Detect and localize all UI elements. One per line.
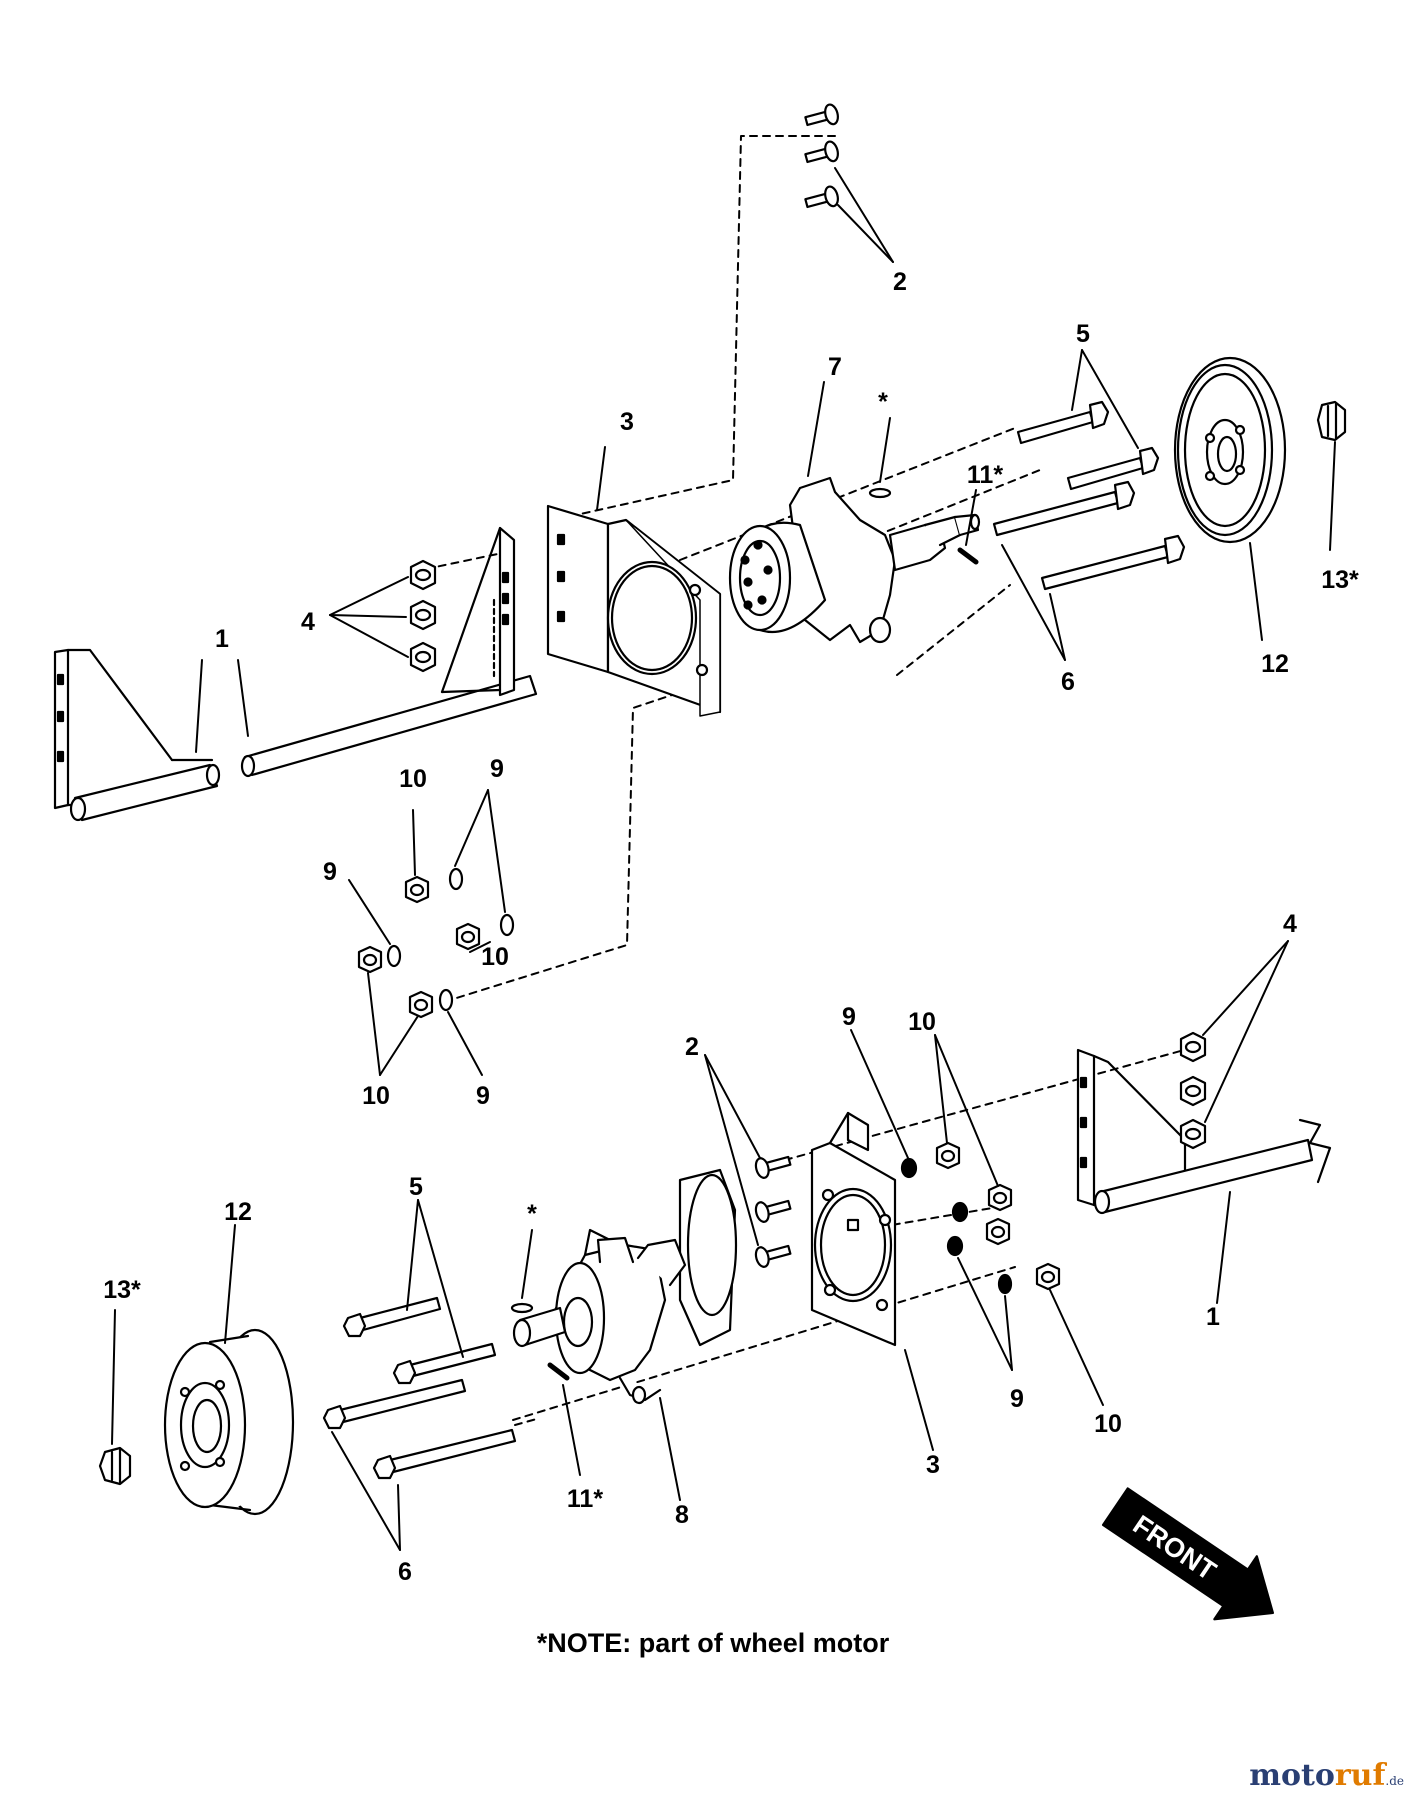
callout-3-bottom: 3 (926, 1451, 940, 1479)
callout-1-bottom: 1 (1206, 1303, 1220, 1331)
watermark-suffix: .de (1385, 1774, 1404, 1788)
hex-nuts-top (409, 559, 437, 673)
front-direction-arrow: FRONT (1101, 1487, 1275, 1621)
lug-nut-top (1316, 400, 1347, 442)
callout-1-top: 1 (215, 625, 229, 653)
callout-11-top: 11* (967, 461, 1003, 489)
axle-tube-top-right (240, 526, 538, 778)
pin-bottom (547, 1362, 570, 1381)
callout-10-middle-a: 10 (399, 765, 427, 793)
motor-mount-plate-top (546, 504, 722, 717)
callout-4-bottom: 4 (1283, 910, 1297, 938)
callout-9-middle-a: 9 (490, 755, 504, 783)
footnote: *NOTE: part of wheel motor (536, 1628, 890, 1658)
bolts-6-top (992, 480, 1186, 591)
callout-9-middle-c: 9 (476, 1082, 490, 1110)
watermark-part-b: ruf (1334, 1758, 1386, 1793)
bolts-5-bottom (342, 1296, 497, 1385)
callout-5-bottom: 5 (409, 1173, 423, 1201)
callout-7-top: 7 (828, 353, 842, 381)
callout-8-bottom: 8 (675, 1501, 689, 1529)
callout-5-top: 5 (1076, 320, 1090, 348)
callout-9-bottom-b: 9 (1010, 1385, 1024, 1413)
key-bottom (510, 1302, 534, 1314)
leader-lines (111, 167, 1336, 1551)
callout-6-bottom: 6 (398, 1558, 412, 1586)
callout-10-bottom-b: 10 (1094, 1410, 1122, 1438)
callout-star-bottom: * (527, 1200, 537, 1228)
callout-10-middle-b: 10 (481, 943, 509, 971)
hex-nuts-bottom (1179, 1031, 1207, 1150)
callout-star-top: * (878, 388, 888, 416)
callout-13-bottom: 13* (103, 1276, 141, 1304)
carriage-bolts-top (804, 103, 839, 209)
callout-12-bottom: 12 (224, 1198, 252, 1226)
callout-6-top: 6 (1061, 668, 1075, 696)
callout-3-top: 3 (620, 408, 634, 436)
wheel-motor-bottom (512, 1168, 738, 1405)
carriage-bolts-bottom (754, 1155, 792, 1268)
callout-13-top: 13* (1321, 566, 1359, 594)
wheel-hub-bottom (163, 1328, 295, 1516)
bolts-5-top (1016, 400, 1160, 491)
axle-bracket-top-left (53, 648, 221, 822)
callout-10-middle-c: 10 (362, 1082, 390, 1110)
lug-nut-bottom (98, 1446, 132, 1486)
callout-11-bottom: 11* (567, 1485, 603, 1513)
callout-9-middle-b: 9 (323, 858, 337, 886)
callout-9-bottom-a: 9 (842, 1003, 856, 1031)
callout-10-bottom-a: 10 (908, 1008, 936, 1036)
callout-2-bottom: 2 (685, 1033, 699, 1061)
callout-labels: 1 2 3 4 5 6 7 * 11* 12 13* 10 9 9 10 10 … (103, 268, 1359, 1586)
motor-mount-plate-bottom (810, 1111, 897, 1347)
callout-12-top: 12 (1261, 650, 1289, 678)
callout-2-top: 2 (893, 268, 907, 296)
callout-4-top: 4 (301, 608, 315, 636)
hardware-cluster-middle (357, 867, 515, 1019)
watermark-logo: motoruf.de (1249, 1758, 1404, 1793)
hardware-cluster-bottom (900, 1141, 1061, 1295)
watermark-part-a: moto (1249, 1758, 1335, 1793)
bolts-6-bottom (322, 1378, 517, 1480)
wheel-hub-top (1173, 356, 1287, 544)
axle-bracket-bottom (1076, 1048, 1332, 1215)
wheel-motor-top (728, 476, 981, 644)
key-top (868, 487, 892, 499)
pin-top (957, 547, 979, 565)
